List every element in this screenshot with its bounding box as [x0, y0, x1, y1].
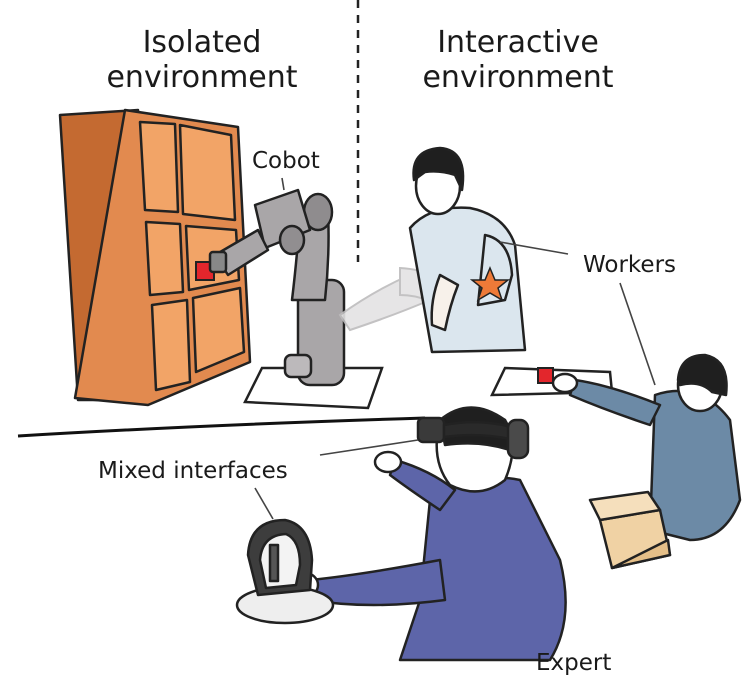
label-leaders — [254, 177, 656, 520]
robot-arm-icon — [208, 188, 346, 387]
vr-headset-icon — [416, 416, 530, 460]
label-expert: Expert — [536, 650, 612, 676]
heading-interactive-text: Interactive environment — [422, 25, 614, 95]
heading-isolated-environment: Isolated environment — [72, 25, 332, 95]
label-cobot: Cobot — [252, 148, 320, 174]
cube-icon — [537, 367, 554, 384]
cardboard-box-icon — [588, 490, 672, 570]
star-marker-icon — [469, 266, 511, 302]
worker-standing — [408, 146, 527, 354]
heading-interactive-environment: Interactive environment — [388, 25, 648, 95]
worker-reaching — [551, 353, 742, 542]
label-mixed-interfaces: Mixed interfaces — [98, 458, 288, 484]
heading-isolated-text: Isolated environment — [106, 25, 298, 95]
expert-person — [290, 406, 567, 662]
floor-line — [17, 416, 426, 438]
label-workers: Workers — [583, 252, 677, 278]
haptic-controller-icon — [235, 518, 335, 625]
